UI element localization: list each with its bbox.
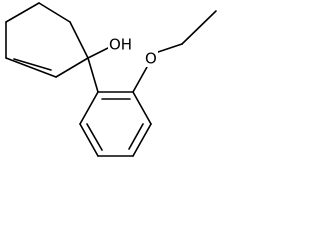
bond-o-ch2 <box>157 43 183 53</box>
ether-oxygen-text: O <box>145 50 157 68</box>
chemical-structure-diagram: OH O <box>5 2 217 157</box>
benzene-ring <box>79 91 152 157</box>
ether-oxygen-label: O <box>144 50 158 68</box>
hydroxyl-text: OH <box>109 36 132 54</box>
bond <box>79 123 99 157</box>
bond <box>38 2 71 23</box>
bond-c-aryl <box>87 57 99 93</box>
bond <box>69 21 89 59</box>
hydroxyl-label: OH <box>108 36 132 54</box>
aromatic-inner-line <box>86 123 103 151</box>
bond-aryl-o <box>132 66 148 93</box>
ethoxy-group <box>132 10 217 93</box>
bond <box>5 57 57 78</box>
aromatic-inner-line <box>128 123 144 150</box>
bond-c-oh <box>87 47 109 59</box>
bond <box>132 91 152 125</box>
bond <box>55 57 89 78</box>
double-bond-inner-line <box>13 58 52 71</box>
bond <box>5 2 40 23</box>
bond <box>79 91 99 125</box>
bond-ch2-ch3 <box>181 10 217 45</box>
bond <box>132 123 152 157</box>
cyclohexene-ring <box>5 2 89 78</box>
